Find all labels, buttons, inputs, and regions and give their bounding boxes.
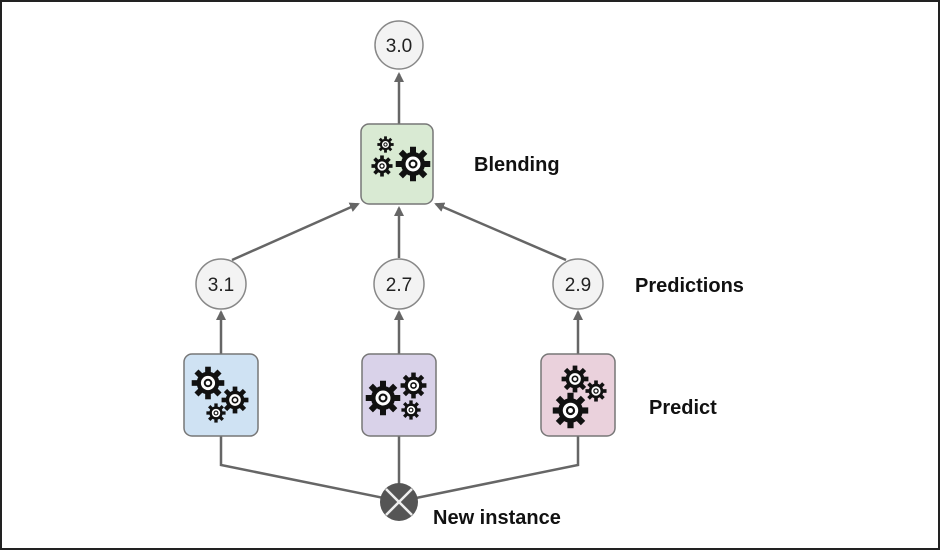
blender-box (360, 123, 434, 205)
predict-label: Predict (649, 397, 717, 419)
circle-x-icon (380, 483, 418, 521)
connector-left (219, 436, 385, 500)
predictions-label: Predictions (635, 275, 744, 297)
predictor-box-2 (361, 353, 437, 437)
prediction-value: 2.7 (386, 275, 412, 296)
predictor-box-3 (540, 353, 616, 437)
blending-label: Blending (474, 154, 560, 176)
arrow-prediction-3 (434, 202, 567, 262)
prediction-node-2: 2.7 (373, 258, 425, 310)
prediction-node-1: 3.1 (195, 258, 247, 310)
new-instance-label: New instance (433, 507, 561, 529)
output-value: 3.0 (386, 36, 412, 57)
prediction-node-3: 2.9 (552, 258, 604, 310)
prediction-value: 2.9 (565, 275, 591, 296)
predictor-box-1 (183, 353, 259, 437)
input-connectors (219, 436, 580, 500)
connector-right (415, 436, 580, 500)
arrow-prediction-1 (231, 202, 360, 262)
prediction-value: 3.1 (208, 275, 234, 296)
output-node: 3.0 (374, 20, 424, 70)
